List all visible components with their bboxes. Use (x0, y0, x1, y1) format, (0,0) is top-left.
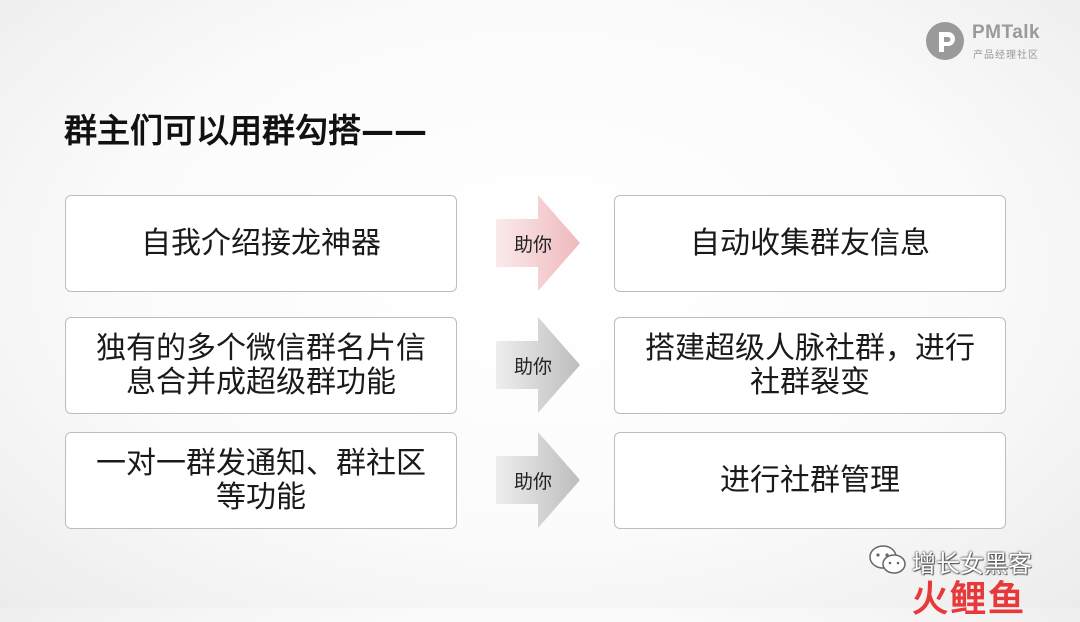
pmtalk-logo-icon (926, 22, 964, 60)
slide-title: 群主们可以用群勾搭—— (64, 111, 427, 150)
benefit-box-3: 进行社群管理 (614, 432, 1006, 529)
watermark: 增长女黑客 火鲤鱼 (868, 544, 1068, 620)
benefit-box-1: 自动收集群友信息 (614, 195, 1006, 292)
benefit-text: 进行社群管理 (720, 462, 900, 498)
benefit-text: 自动收集群友信息 (690, 225, 930, 261)
watermark-text: 增长女黑客 (912, 550, 1032, 578)
feature-box-3: 一对一群发通知、群社区 等功能 (65, 432, 457, 529)
brand-logo: PMTalk 产品经理社区 (926, 22, 1056, 62)
feature-box-1: 自我介绍接龙神器 (65, 195, 457, 292)
feature-text-line-1: 独有的多个微信群名片信 (96, 330, 426, 366)
brand-subtitle: 产品经理社区 (973, 50, 1039, 61)
wechat-icon (869, 545, 906, 574)
benefit-text-line-1: 搭建超级人脉社群，进行 (645, 330, 975, 366)
arrow-2: 助你 (496, 317, 580, 413)
brand-name: PMTalk (972, 22, 1041, 43)
feature-text: 自我介绍接龙神器 (141, 225, 381, 261)
watermark-stamp: 火鲤鱼 (912, 579, 1027, 620)
arrow-shape-2 (496, 317, 580, 413)
arrow-label: 助你 (513, 470, 552, 493)
arrow-label: 助你 (513, 355, 552, 378)
benefit-box-2: 搭建超级人脉社群，进行 社群裂变 (614, 317, 1006, 414)
feature-text-line-2: 息合并成超级群功能 (126, 364, 396, 400)
arrow-shape-3 (496, 432, 580, 528)
arrow-3: 助你 (496, 432, 580, 528)
feature-text-line-1: 一对一群发通知、群社区 (96, 445, 426, 481)
feature-text-line-2: 等功能 (216, 479, 306, 515)
benefit-text-line-2: 社群裂变 (750, 364, 870, 400)
feature-box-2: 独有的多个微信群名片信 息合并成超级群功能 (65, 317, 457, 414)
arrow-label: 助你 (513, 233, 552, 256)
arrow-shape-1 (496, 195, 580, 291)
arrow-1: 助你 (496, 195, 580, 291)
